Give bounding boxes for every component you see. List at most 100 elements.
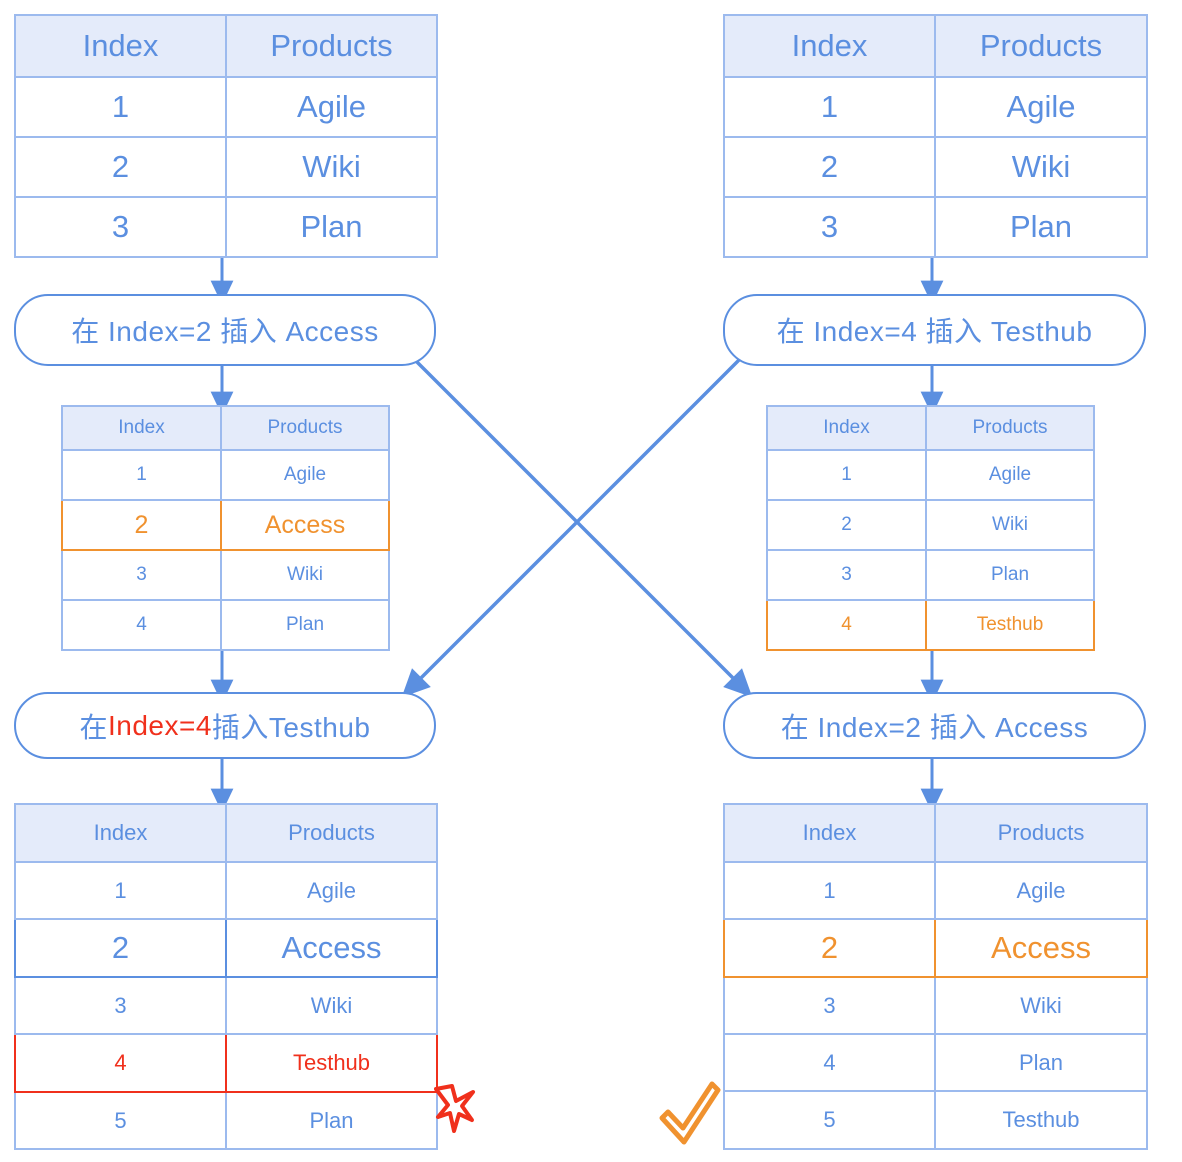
column-header-index: Index: [723, 14, 936, 78]
cell-product: Wiki: [934, 976, 1148, 1035]
cell-product: Plan: [934, 1033, 1148, 1092]
column-header-index: Index: [61, 405, 222, 451]
step-right-insert-testhub-label: 在 Index=4 插入 Testhub: [776, 316, 1093, 347]
cell-index: 1: [14, 861, 227, 920]
cell-index: 2: [766, 499, 927, 551]
table-mid-right: Index Products 1 Agile 2 Wiki 3 Plan 4 T…: [766, 405, 1095, 651]
cell-index: 4: [766, 599, 927, 651]
table-row: 1 Agile: [766, 449, 1095, 501]
cell-index: 2: [14, 136, 227, 198]
cell-index: 2: [14, 918, 227, 978]
cell-index: 3: [14, 196, 227, 258]
cell-product: Testhub: [925, 599, 1095, 651]
column-header-index: Index: [14, 14, 227, 78]
cell-product: Plan: [925, 549, 1095, 601]
cell-product: Wiki: [934, 136, 1148, 198]
step-left-insert-access[interactable]: 在 Index=2 插入 Access: [14, 294, 436, 366]
cell-product: Plan: [220, 599, 390, 651]
table-top-left: Index Products 1 Agile 2 Wiki 3 Plan: [14, 14, 438, 258]
column-header-products: Products: [925, 405, 1095, 451]
cell-index: 5: [723, 1090, 936, 1150]
arrow-cross-left-to-right: [410, 355, 753, 698]
cell-index: 1: [14, 76, 227, 138]
column-header-products: Products: [225, 14, 438, 78]
column-header-index: Index: [723, 803, 936, 863]
column-header-products: Products: [934, 14, 1148, 78]
cell-index: 3: [61, 549, 222, 601]
cell-index: 2: [723, 918, 936, 978]
table-row: 3 Plan: [14, 196, 438, 258]
cell-product: Access: [934, 918, 1148, 978]
cell-product: Access: [225, 918, 438, 978]
table-row: 1 Agile: [723, 76, 1148, 138]
cell-index: 5: [14, 1091, 227, 1150]
table-row-highlight: 4 Testhub: [14, 1033, 438, 1093]
cell-product: Wiki: [225, 136, 438, 198]
cell-index: 4: [723, 1033, 936, 1092]
cell-index: 4: [14, 1033, 227, 1093]
cell-product: Agile: [225, 76, 438, 138]
table-row: 2 Wiki: [723, 136, 1148, 198]
cell-index: 1: [723, 861, 936, 920]
cell-index: 2: [61, 499, 222, 551]
table-header-row: Index Products: [14, 803, 438, 863]
cell-index: 1: [723, 76, 936, 138]
step-right-insert-access-label: 在 Index=2 插入 Access: [780, 711, 1089, 743]
table-header-row: Index Products: [766, 405, 1095, 451]
cell-index: 3: [723, 196, 936, 258]
column-header-index: Index: [766, 405, 927, 451]
cell-index: 4: [61, 599, 222, 651]
cell-product: Agile: [934, 861, 1148, 920]
table-row: 1 Agile: [723, 861, 1148, 920]
table-bottom-right: Index Products 1 Agile 2 Access 3 Wiki 4…: [723, 803, 1148, 1150]
step-right-insert-testhub[interactable]: 在 Index=4 插入 Testhub: [723, 294, 1146, 366]
cell-index: 3: [766, 549, 927, 601]
cell-product: Wiki: [925, 499, 1095, 551]
cell-product: Agile: [220, 449, 390, 501]
table-row: 1 Agile: [14, 861, 438, 920]
cell-index: 2: [723, 136, 936, 198]
table-header-row: Index Products: [723, 14, 1148, 78]
table-row-highlight: 2 Access: [61, 499, 390, 551]
step-left-insert-testhub-suffix: 插入Testhub: [211, 711, 371, 743]
cell-index: 3: [14, 976, 227, 1035]
table-row: 1 Agile: [61, 449, 390, 501]
table-row-highlight: 4 Testhub: [766, 599, 1095, 651]
cell-product: Wiki: [220, 549, 390, 601]
table-row-highlight: 2 Access: [14, 918, 438, 978]
cell-product: Agile: [934, 76, 1148, 138]
cell-product: Plan: [934, 196, 1148, 258]
table-row: 4 Plan: [723, 1033, 1148, 1092]
table-row: 5 Plan: [14, 1091, 438, 1150]
step-right-insert-access[interactable]: 在 Index=2 插入 Access: [723, 692, 1146, 759]
table-top-right: Index Products 1 Agile 2 Wiki 3 Plan: [723, 14, 1148, 258]
cell-index: 3: [723, 976, 936, 1035]
table-row: 3 Wiki: [61, 549, 390, 601]
column-header-products: Products: [220, 405, 390, 451]
table-row: 1 Agile: [14, 76, 438, 138]
cell-product: Plan: [225, 1091, 438, 1150]
cell-product: Testhub: [225, 1033, 438, 1093]
table-row: 2 Wiki: [14, 136, 438, 198]
cell-product: Plan: [225, 196, 438, 258]
table-row: 3 Plan: [766, 549, 1095, 601]
column-header-index: Index: [14, 803, 227, 863]
table-row: 5 Testhub: [723, 1090, 1148, 1150]
cell-product: Agile: [225, 861, 438, 920]
table-row: 3 Plan: [723, 196, 1148, 258]
table-header-row: Index Products: [723, 803, 1148, 863]
cell-product: Testhub: [934, 1090, 1148, 1150]
cell-index: 1: [766, 449, 927, 501]
cell-product: Agile: [925, 449, 1095, 501]
cell-product: Access: [220, 499, 390, 551]
step-left-insert-testhub[interactable]: 在 Index=4 插入Testhub: [14, 692, 436, 759]
column-header-products: Products: [225, 803, 438, 863]
table-row: 3 Wiki: [14, 976, 438, 1035]
table-header-row: Index Products: [14, 14, 438, 78]
cell-index: 1: [61, 449, 222, 501]
table-row: 2 Wiki: [766, 499, 1095, 551]
table-mid-left: Index Products 1 Agile 2 Access 3 Wiki 4…: [61, 405, 390, 651]
column-header-products: Products: [934, 803, 1148, 863]
step-left-insert-testhub-prefix: 在: [79, 711, 108, 743]
